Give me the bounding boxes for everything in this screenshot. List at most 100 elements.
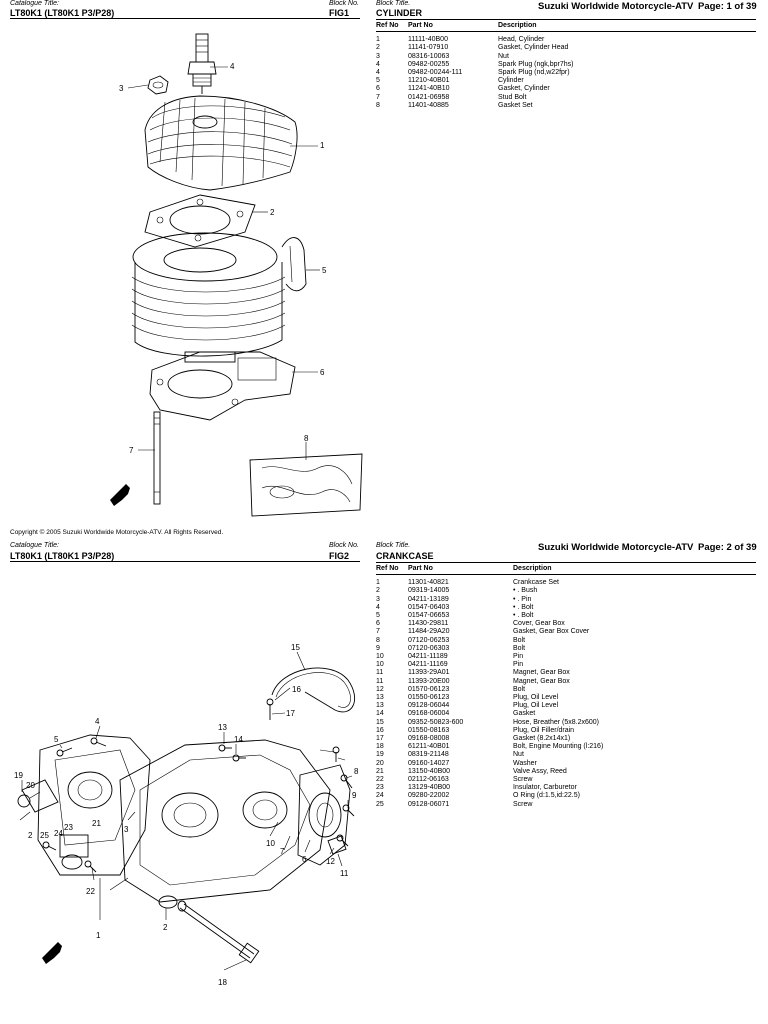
ref-no-cell: 17 — [376, 735, 384, 743]
part-no-cell: 11393-29A01 — [408, 669, 450, 677]
header-rule — [376, 19, 756, 20]
description-cell: Bolt — [513, 636, 526, 644]
part-no-cell: 11210-40B01 — [408, 77, 450, 85]
description-cell: • . Bolt — [513, 612, 534, 620]
ref-no-cell: 15 — [376, 718, 384, 726]
cylinder-drawing — [131, 232, 307, 363]
callout-14: 14 — [234, 735, 243, 744]
description-cell: Bolt, Engine Mounting (l:216) — [513, 743, 604, 751]
column-header: Part No — [408, 565, 433, 572]
part-no-cell: 02112-06163 — [408, 776, 449, 784]
callout-1: 1 — [320, 141, 325, 150]
callout-8: 8 — [354, 767, 359, 776]
description-cell: Insulator, Carburetor — [513, 784, 577, 792]
ref-no-cell: 10 — [376, 653, 384, 661]
description-cell: • . Bush — [513, 587, 538, 595]
description-cell: Gasket, Gear Box Cover — [513, 628, 590, 636]
ref-no-cell: 5 — [376, 77, 380, 85]
engine-mounting-bolt-drawing — [177, 900, 260, 964]
part-no-cell: 09482-00255 — [408, 60, 450, 68]
part-no-cell: 13129-40B00 — [408, 784, 451, 792]
part-no-cell: 09352-50823-600 — [408, 718, 464, 726]
ref-no-cell: 6 — [376, 620, 380, 628]
ref-no-cell: 9 — [376, 644, 380, 652]
block-title: CRANKCASE — [376, 551, 434, 561]
cylinder-head-drawing — [144, 95, 298, 191]
callout-22: 22 — [86, 887, 95, 896]
ref-no-cell: 10 — [376, 661, 384, 669]
crankcase-exploded-diagram: 1 2 3 4 5 6 7 8 9 10 11 12 13 14 15 16 1… — [14, 643, 359, 987]
block-no-label: Block No. — [329, 542, 359, 549]
description-cell: Gasket — [513, 710, 536, 718]
callout-2: 2 — [28, 831, 33, 840]
ref-no-cell: 7 — [376, 93, 380, 101]
column-header: Description — [513, 565, 552, 572]
part-no-cell: 13150-40B00 — [408, 767, 451, 775]
description-cell: Washer — [513, 759, 537, 767]
spark-plug-drawing — [187, 33, 217, 94]
column-header: Description — [498, 22, 537, 29]
description-cell: Screw — [513, 776, 533, 784]
part-no-cell: 09128-06044 — [408, 702, 450, 710]
description-cell: Nut — [498, 52, 509, 60]
description-cell: Gasket, Cylinder Head — [498, 44, 569, 52]
ref-no-cell: 11 — [376, 677, 384, 685]
part-no-cell: 61211-40B01 — [408, 743, 450, 751]
brand-name: Suzuki Worldwide Motorcycle-ATV — [538, 1, 694, 12]
description-cell: Spark Plug (ngk,bpr7hs) — [498, 60, 574, 68]
description-cell: Spark Plug (nd,w22fpr) — [498, 69, 570, 77]
description-cell: Gasket, Cylinder — [498, 85, 550, 93]
ref-no-cell: 12 — [376, 685, 384, 693]
part-no-cell: 11484-29A20 — [408, 628, 450, 636]
callout-20: 20 — [26, 781, 35, 790]
page-number: Page: 1 of 39 — [698, 1, 757, 12]
callout-2: 2 — [270, 208, 275, 217]
ref-no-cell: 18 — [376, 743, 384, 751]
table-header-rule — [376, 31, 756, 32]
part-no-cell: 04211-11169 — [408, 661, 448, 669]
ref-no-cell: 8 — [376, 636, 380, 644]
part-no-cell: 09482-00244-111 — [408, 69, 463, 77]
ref-no-cell: 20 — [376, 759, 384, 767]
callout-21: 21 — [92, 819, 101, 828]
catalogue-title-label: Catalogue Title: — [10, 542, 59, 549]
gasket-set-drawing — [249, 453, 363, 517]
catalogue-title: LT80K1 (LT80K1 P3/P28) — [10, 8, 115, 18]
callout-2: 2 — [163, 923, 168, 932]
center-crankcase-drawing — [109, 739, 331, 909]
part-no-cell: 11393-20E00 — [408, 677, 450, 685]
callout-10: 10 — [266, 839, 275, 848]
part-no-cell: 11301-40821 — [408, 579, 449, 587]
callout-17: 17 — [286, 709, 295, 718]
part-no-cell: 11241-40B10 — [408, 85, 450, 93]
part-no-cell: 08319-21148 — [408, 751, 449, 759]
header-rule — [10, 18, 360, 19]
description-cell: Crankcase Set — [513, 579, 559, 587]
callout-3: 3 — [119, 84, 124, 93]
table-header-row: Ref No Part No Description — [376, 22, 698, 30]
callout-1: 1 — [96, 931, 101, 940]
callout-3: 3 — [124, 825, 129, 834]
description-cell: Gasket Set — [498, 101, 533, 109]
callout-7: 7 — [280, 847, 285, 856]
ref-no-cell: 2 — [376, 44, 380, 52]
callout-4: 4 — [95, 717, 100, 726]
part-no-cell: 09280-22002 — [408, 792, 450, 800]
